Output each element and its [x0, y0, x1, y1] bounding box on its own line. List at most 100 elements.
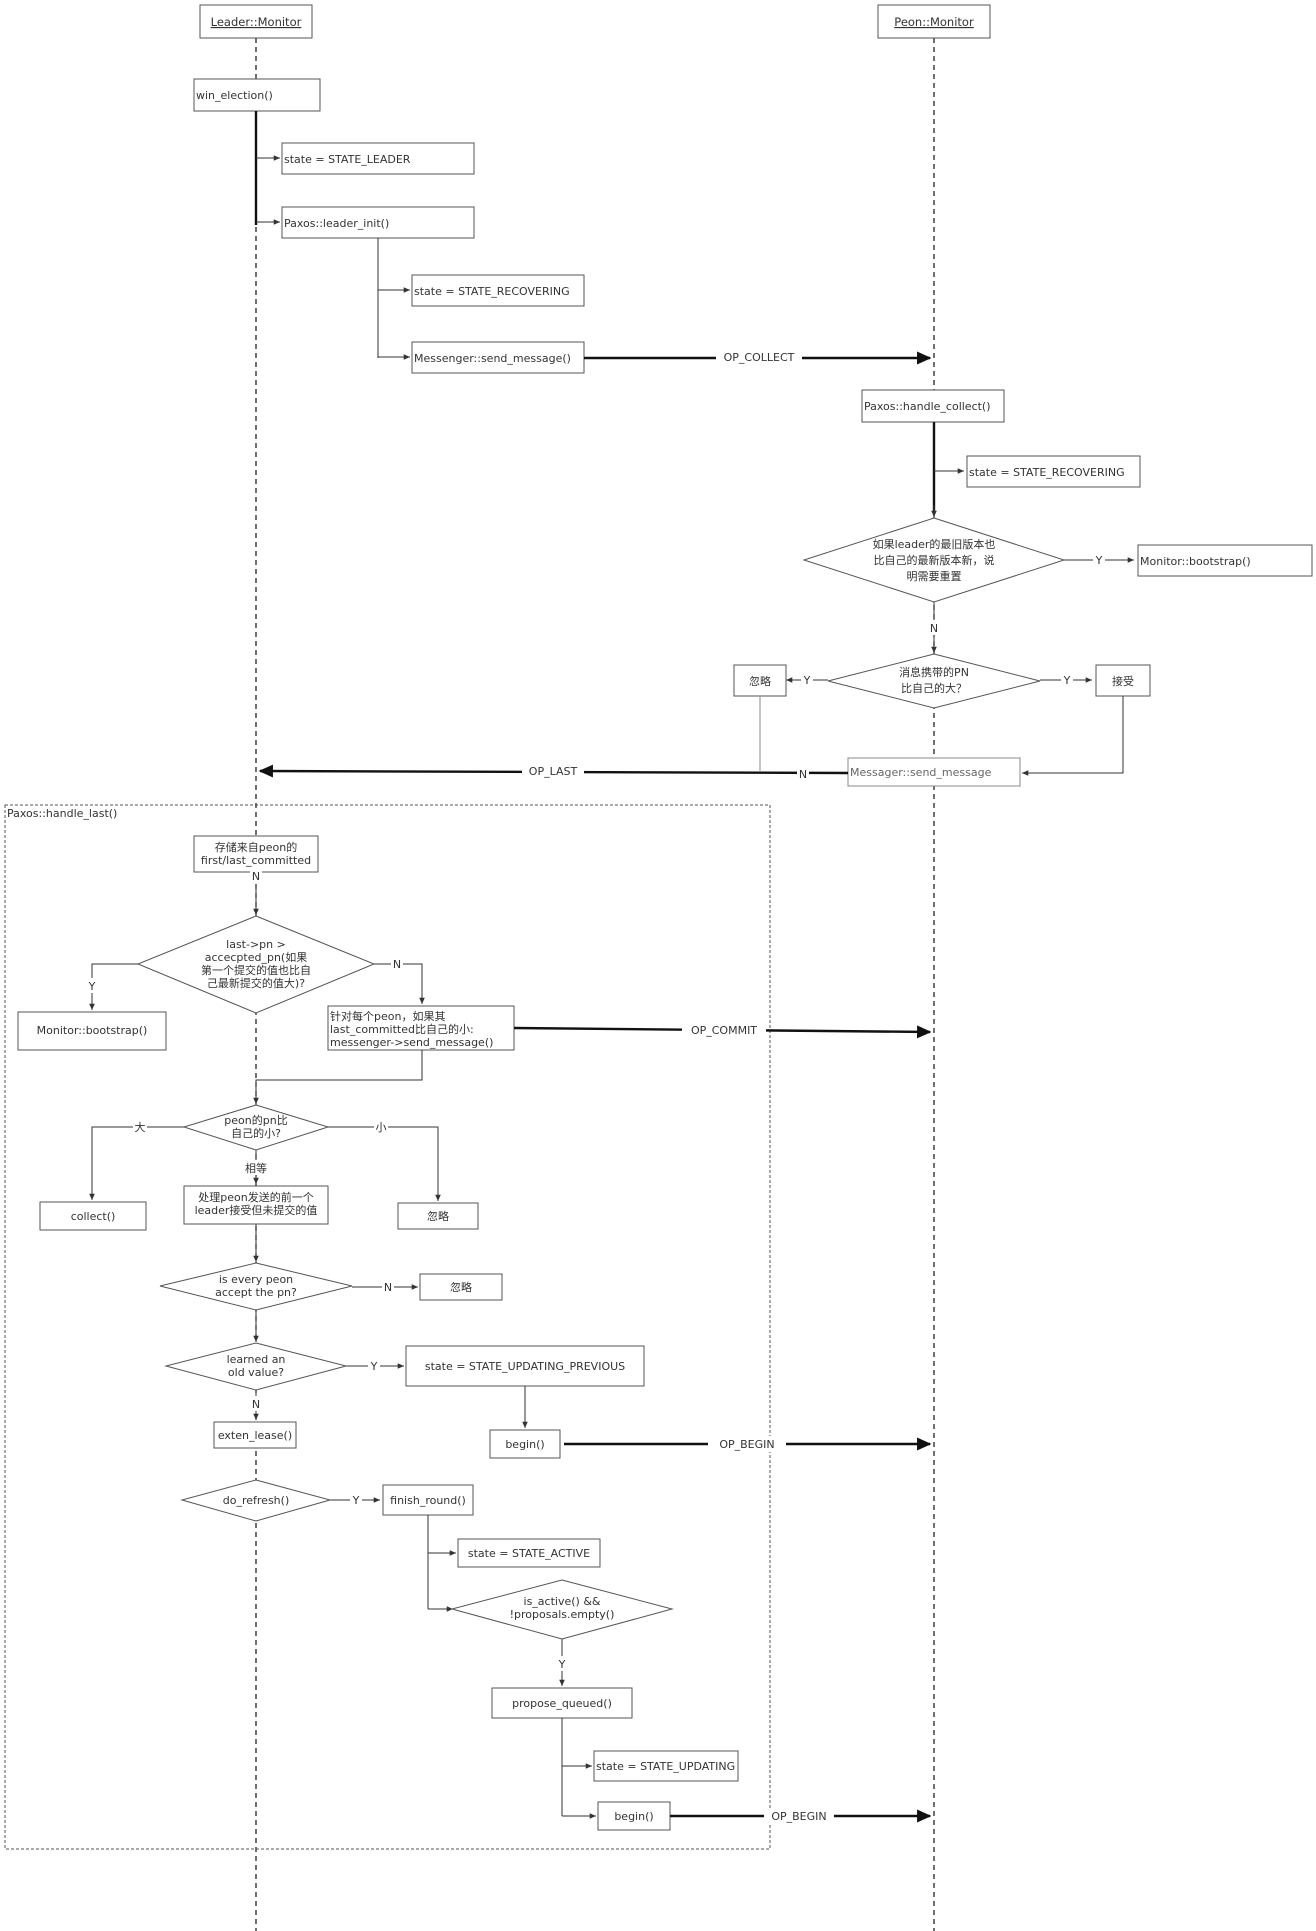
check-accepted-decision: last->pn > accecpted_pn(如果 第一个提交的值也比自 己最…	[136, 915, 376, 1014]
peon-bootstrap-box: Monitor::bootstrap()	[1137, 544, 1313, 577]
refresh-y-label: Y	[352, 1494, 360, 1507]
state-recovering-leader-label: state = STATE_RECOVERING	[414, 285, 570, 298]
accepted-n-path	[374, 963, 425, 1004]
accept-to-peon-send	[1022, 696, 1124, 776]
for-each-peon-line-1: 针对每个peon，如果其	[330, 1009, 445, 1023]
active-y-label: Y	[558, 1658, 566, 1671]
cmp-big-path	[89, 1126, 184, 1200]
leader-bootstrap-label: Monitor::bootstrap()	[37, 1024, 148, 1037]
leader-init-box: Paxos::leader_init()	[281, 206, 475, 239]
state-updating-box: state = STATE_UPDATING	[593, 1750, 739, 1782]
handle-collect-label: Paxos::handle_collect()	[864, 400, 991, 413]
ignore-accept-label: 忽略	[450, 1280, 472, 1294]
learned-old-line-2: old value?	[228, 1366, 284, 1379]
win-election-box: win_election()	[193, 78, 321, 112]
peon-pn-cmp-decision: peon的pn比 自己的小?	[182, 1104, 330, 1151]
handle-uncommitted-line-1: 处理peon发送的前一个	[198, 1190, 313, 1204]
ignore-accept-box: 忽略	[419, 1273, 503, 1301]
begin-2-box: begin()	[597, 1801, 671, 1831]
check-pn-line-1: 消息携带的PN	[899, 665, 969, 679]
state-recovering-peon-label: state = STATE_RECOVERING	[969, 466, 1125, 479]
op-begin-2-label: OP_BEGIN	[771, 1810, 826, 1823]
cmp-small-label: 小	[376, 1121, 387, 1134]
learned-y-label: Y	[370, 1360, 378, 1373]
op-last-label: OP_LAST	[529, 765, 578, 778]
state-leader-box: state = STATE_LEADER	[281, 142, 475, 175]
handle-uncommitted-line-2: leader接受但未提交的值	[195, 1203, 318, 1217]
check-accepted-line-3: 第一个提交的值也比自	[201, 963, 311, 977]
op-begin-1-label: OP_BEGIN	[719, 1438, 774, 1451]
handle-last-frame	[4, 804, 771, 1850]
store-first-last-line-1: 存储来自peon的	[215, 840, 297, 854]
state-recovering-peon-box: state = STATE_RECOVERING	[966, 455, 1141, 488]
accepted-y-path	[89, 963, 138, 1010]
ignore-peon-label: 忽略	[749, 674, 771, 688]
ignore-small-label: 忽略	[427, 1209, 449, 1223]
learned-old-line-1: learned an	[227, 1353, 286, 1366]
for-each-peon-box: 针对每个peon，如果其 last_committed比自己的小: messen…	[327, 1005, 515, 1051]
store-first-last-box: 存储来自peon的 first/last_committed	[193, 835, 319, 873]
accept-peon-label: 接受	[1112, 675, 1134, 688]
peon-lane-header: Peon::Monitor	[877, 4, 991, 39]
exten-lease-label: exten_lease()	[218, 1429, 292, 1442]
state-updating-previous-label: state = STATE_UPDATING_PREVIOUS	[425, 1360, 625, 1373]
check-pn-decision: 消息携带的PN 比自己的大？	[827, 653, 1041, 709]
collect-label: collect()	[71, 1210, 116, 1223]
check-oldest-decision: 如果leader的最旧版本也 比自己的最新版本新，说 明需要重置	[802, 517, 1066, 603]
store-n-label: N	[252, 870, 260, 883]
op-commit-label: OP_COMMIT	[691, 1024, 757, 1037]
accept-peon-box: 接受	[1095, 664, 1151, 697]
propose-queued-label: propose_queued()	[512, 1697, 612, 1710]
begin-1-label: begin()	[505, 1438, 544, 1451]
arrow-to-peon-pn-cmp	[253, 1050, 423, 1104]
pn-n-label: N	[799, 768, 807, 781]
send-message-box: Messenger::send_message()	[411, 341, 585, 374]
accept-n-label: N	[384, 1281, 392, 1294]
leader-lane-header: Leader::Monitor	[199, 4, 313, 39]
op-collect-label: OP_COLLECT	[724, 351, 795, 364]
every-peon-accept-line-2: accept the pn?	[215, 1286, 297, 1299]
every-peon-accept-decision: is every peon accept the pn?	[159, 1262, 353, 1311]
send-message-label: Messenger::send_message()	[414, 352, 571, 365]
learned-n-label: N	[252, 1398, 260, 1411]
leader-bootstrap-box: Monitor::bootstrap()	[17, 1011, 167, 1051]
pn-ignore-y-label: Y	[803, 674, 811, 687]
peon-pn-cmp-line-2: 自己的小?	[231, 1126, 281, 1140]
accepted-n-label: N	[393, 958, 401, 971]
peon-bootstrap-label: Monitor::bootstrap()	[1140, 555, 1251, 568]
every-peon-accept-line-1: is every peon	[219, 1273, 293, 1286]
ignore-peon-box: 忽略	[733, 664, 787, 697]
state-active-box: state = STATE_ACTIVE	[457, 1538, 601, 1568]
learned-old-decision: learned an old value?	[164, 1342, 348, 1391]
leader-init-label: Paxos::leader_init()	[284, 217, 389, 230]
check-accepted-line-2: accecpted_pn(如果	[205, 950, 307, 964]
finish-round-box: finish_round()	[382, 1484, 474, 1516]
check-oldest-line-1: 如果leader的最旧版本也	[873, 537, 996, 551]
state-recovering-leader-box: state = STATE_RECOVERING	[411, 274, 585, 307]
peon-pn-cmp-line-1: peon的pn比	[224, 1113, 287, 1127]
pn-accept-y-label: Y	[1063, 674, 1071, 687]
do-refresh-decision: do_refresh()	[180, 1479, 332, 1522]
begin-1-box: begin()	[489, 1429, 561, 1459]
do-refresh-label: do_refresh()	[223, 1494, 289, 1507]
accepted-y-label: Y	[88, 980, 96, 993]
for-each-peon-line-2: last_committed比自己的小:	[330, 1022, 474, 1036]
ignore-small-box: 忽略	[397, 1202, 479, 1230]
finish-round-label: finish_round()	[390, 1494, 466, 1507]
state-updating-label: state = STATE_UPDATING	[596, 1760, 735, 1773]
state-leader-label: state = STATE_LEADER	[284, 153, 411, 166]
check-oldest-line-2: 比自己的最新版本新，说	[874, 553, 995, 567]
bootstrap-y-label: Y	[1095, 554, 1103, 567]
store-first-last-line-2: first/last_committed	[201, 854, 311, 867]
check-pn-line-2: 比自己的大？	[901, 681, 967, 695]
handle-last-frame-title: Paxos::handle_last()	[7, 807, 117, 820]
check-oldest-line-3: 明需要重置	[907, 569, 962, 583]
for-each-peon-line-3: messenger->send_message()	[330, 1036, 493, 1049]
handle-collect-box: Paxos::handle_collect()	[861, 389, 1005, 423]
oldest-n-label: N	[930, 622, 938, 635]
cmp-big-label: 大	[135, 1120, 146, 1134]
handle-uncommitted-box: 处理peon发送的前一个 leader接受但未提交的值	[183, 1185, 329, 1225]
state-active-label: state = STATE_ACTIVE	[468, 1547, 590, 1560]
begin-2-label: begin()	[614, 1810, 653, 1823]
